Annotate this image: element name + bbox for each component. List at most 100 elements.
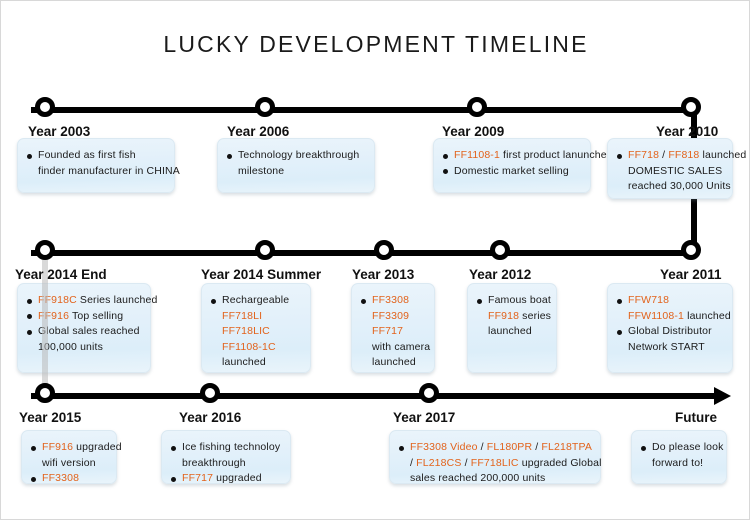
node-2015[interactable] xyxy=(35,383,55,403)
card-2014-summer-line-2-seg-0: FF718LIC xyxy=(222,325,270,337)
card-2014-end-line-1-seg-1: Top selling xyxy=(69,309,124,322)
timeline-arrow-head xyxy=(714,387,731,405)
card-2003-line-0-seg-0: Founded as first fish xyxy=(38,149,136,161)
card-2017-line-0-seg-0: FF3308 Video xyxy=(410,441,478,453)
node-2009[interactable] xyxy=(467,97,487,117)
card-2015-line-2: FF3308 xyxy=(30,471,108,487)
year-label-2010: Year 2010 xyxy=(656,124,719,139)
card-future[interactable]: Do please look forward to! xyxy=(631,430,727,484)
card-2015-line-2-seg-0: FF3308 xyxy=(42,472,80,484)
card-2012-line-2-seg-0: launched xyxy=(488,325,532,337)
card-2016-line-2: FF717 upgraded xyxy=(170,471,282,487)
card-2015-line-0: FF916 upgraded xyxy=(30,440,122,456)
card-2013-line-3: with camera xyxy=(360,340,430,356)
card-2017[interactable]: FF3308 Video / FL180PR / FL218TPA/ FL218… xyxy=(389,430,601,484)
card-2014-summer-line-0-seg-0: Rechargeable xyxy=(222,294,290,306)
card-2014-summer-line-4: launched xyxy=(210,355,302,371)
card-2011-line-3-seg-0: Network START xyxy=(628,340,705,353)
node-2012[interactable] xyxy=(490,240,510,260)
card-2017-line-1-seg-1: FL218CS xyxy=(416,456,462,469)
card-2015-line-0-seg-1: upgraded xyxy=(73,441,122,453)
node-2016[interactable] xyxy=(200,383,220,403)
node-2013[interactable] xyxy=(374,240,394,260)
card-2016-line-2-seg-1: upgraded xyxy=(213,472,262,484)
card-2013-line-3-seg-0: with camera xyxy=(372,340,431,353)
year-label-2013: Year 2013 xyxy=(352,267,415,282)
card-2014-end-line-0-seg-1: Series launched xyxy=(76,294,158,306)
card-2016-line-0-seg-0: Ice fishing technoloy xyxy=(182,441,281,453)
card-2017-line-0-seg-3: / xyxy=(532,441,542,453)
node-2011[interactable] xyxy=(681,240,701,260)
node-2014-summer[interactable] xyxy=(255,240,275,260)
card-2012-line-2: launched xyxy=(476,324,548,340)
year-label-2012: Year 2012 xyxy=(469,267,532,282)
node-2010[interactable] xyxy=(681,97,701,117)
card-2014-end-line-2: Global sales reached xyxy=(26,324,142,340)
year-label-future: Future xyxy=(675,410,717,425)
card-2011-line-3: Network START xyxy=(616,340,724,356)
year-label-2006: Year 2006 xyxy=(227,124,290,139)
node-2014-end[interactable] xyxy=(35,240,55,260)
card-2011-line-1-seg-0: FFW1108-1 xyxy=(628,309,685,322)
card-2015-line-1: wifi version xyxy=(30,456,108,472)
card-future-line-0: Do please look xyxy=(640,440,723,456)
card-2017-line-0-seg-2: FL180PR xyxy=(486,441,533,453)
card-2009-line-0-seg-0: FF1108-1 xyxy=(454,149,500,161)
card-2015-line-0-seg-0: FF916 xyxy=(42,441,74,453)
card-2013-line-4-seg-0: launched xyxy=(372,356,416,368)
page-title: LUCKY DEVELOPMENT TIMELINE xyxy=(163,31,589,57)
card-2009-line-0-seg-1: first product lanunched xyxy=(499,149,613,161)
card-2016-line-1-seg-0: breakthrough xyxy=(182,456,246,469)
year-label-2009: Year 2009 xyxy=(442,124,505,139)
year-label-2014-summer: Year 2014 Summer xyxy=(201,267,322,282)
card-2012-line-1: FF918 series xyxy=(476,309,551,325)
card-2012-line-0: Famous boat xyxy=(476,293,551,309)
card-future-line-0-seg-0: Do please look xyxy=(652,441,724,453)
card-2013-line-1-seg-0: FF3309 xyxy=(372,309,410,322)
card-2016-line-2-seg-0: FF717 xyxy=(182,472,214,484)
card-2006-line-1-seg-0: milestone xyxy=(238,164,285,177)
card-2010-line-2-seg-0: reached 30,000 Units xyxy=(628,180,731,192)
card-2014-end-line-2-seg-0: Global sales reached xyxy=(38,325,140,337)
rail-row-3 xyxy=(31,393,714,399)
node-2006[interactable] xyxy=(255,97,275,117)
card-2009-line-0: FF1108-1 first product lanunched xyxy=(442,148,613,164)
card-2010-line-0-seg-2: FF818 xyxy=(668,149,700,161)
card-2016-line-0: Ice fishing technoloy xyxy=(170,440,282,456)
year-label-2003: Year 2003 xyxy=(28,124,91,139)
card-2017-line-1-seg-2: / xyxy=(461,456,471,469)
card-future-line-1-seg-0: forward to! xyxy=(652,456,704,469)
card-2003-line-0: Founded as first fish xyxy=(26,148,166,164)
card-2006-line-1: milestone xyxy=(226,164,366,180)
node-2017[interactable] xyxy=(419,383,439,403)
card-2014-summer-line-3-seg-0: FF1108-1C xyxy=(222,340,276,353)
card-2010-line-0-seg-3: launched xyxy=(699,149,747,161)
node-2003[interactable] xyxy=(35,97,55,117)
card-2017-line-1-seg-4: upgraded Global xyxy=(518,456,602,469)
card-2011-line-2: Global Distributor xyxy=(616,324,724,340)
card-2003[interactable]: Founded as first fish finder manufacturer… xyxy=(17,138,180,193)
card-2011-line-0-seg-0: FFW718 xyxy=(628,294,670,306)
card-2010-line-1-seg-0: DOMESTIC SALES xyxy=(628,164,723,177)
card-2013-line-1: FF3309 xyxy=(360,309,426,325)
card-2014-summer-line-4-seg-0: launched xyxy=(222,356,266,368)
card-2014-summer-line-1-seg-0: FF718LI xyxy=(222,309,263,322)
card-2014-end-line-3-seg-0: 100,000 units xyxy=(38,340,104,353)
card-2017-line-2-seg-0: sales reached 200,000 units xyxy=(410,472,546,484)
card-2016-line-1: breakthrough xyxy=(170,456,282,472)
year-label-2017: Year 2017 xyxy=(393,410,456,425)
card-2003-line-1: finder manufacturer in CHINA xyxy=(26,164,180,180)
card-2014-summer-line-1: FF718LI xyxy=(210,309,302,325)
year-label-2015: Year 2015 xyxy=(19,410,82,425)
